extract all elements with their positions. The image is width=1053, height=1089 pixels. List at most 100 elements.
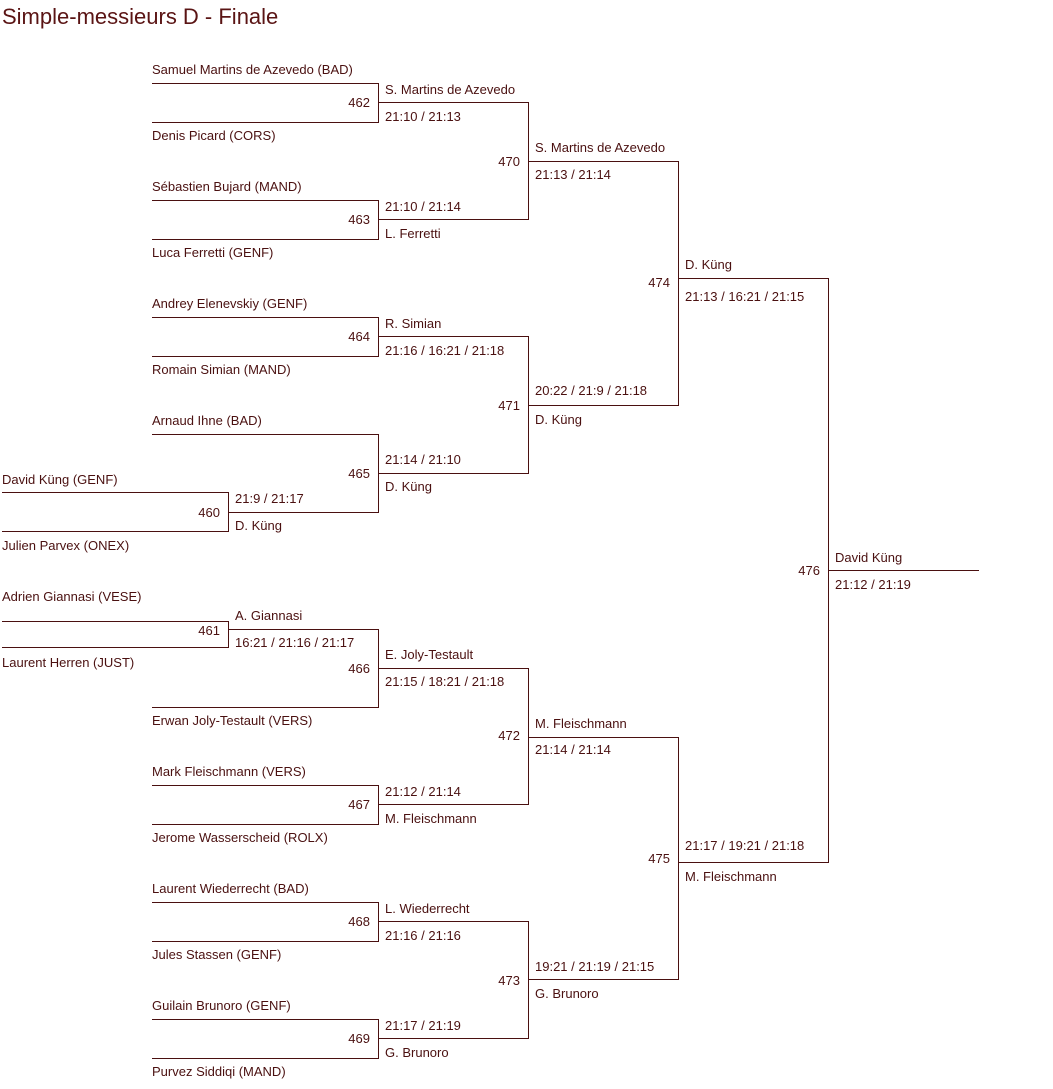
match-number: 470 <box>498 154 520 169</box>
entrant-line <box>2 531 229 532</box>
entrant-name: Erwan Joly-Testault (VERS) <box>152 713 313 728</box>
match-output-line <box>678 862 829 863</box>
entrant-name: Laurent Herren (JUST) <box>2 655 135 670</box>
match-output-line <box>378 1038 529 1039</box>
entrant-name: Laurent Wiederrecht (BAD) <box>152 881 309 896</box>
match-score: 21:16 / 21:16 <box>385 928 461 943</box>
entrant-line <box>152 902 379 903</box>
entrant-name: Jerome Wasserscheid (ROLX) <box>152 830 328 845</box>
match-bracket-line <box>528 668 529 805</box>
match-output-line <box>378 473 529 474</box>
entrant-name: Arnaud Ihne (BAD) <box>152 413 262 428</box>
entrant-name: Luca Ferretti (GENF) <box>152 245 274 260</box>
entrant-line <box>152 1019 379 1020</box>
match-score: 21:13 / 16:21 / 21:15 <box>685 289 805 304</box>
match-winner: L. Ferretti <box>385 226 441 241</box>
match-bracket-line <box>228 621 229 648</box>
match-number: 473 <box>498 973 520 988</box>
entrant-name: Denis Picard (CORS) <box>152 128 276 143</box>
match-winner: M. Fleischmann <box>385 811 477 826</box>
match-winner: David Küng <box>835 550 903 565</box>
match-score: 20:22 / 21:9 / 21:18 <box>535 383 648 398</box>
match-bracket-line <box>378 902 379 942</box>
match-output-line <box>378 668 529 669</box>
entrant-line <box>152 200 379 201</box>
entrant-name: Andrey Elenevskiy (GENF) <box>152 296 308 311</box>
match-output-line <box>828 570 979 571</box>
match-number: 464 <box>348 329 370 344</box>
match-score: 21:15 / 18:21 / 21:18 <box>385 674 505 689</box>
match-number: 461 <box>198 623 220 638</box>
match-winner: G. Brunoro <box>535 986 599 1001</box>
match-number: 475 <box>648 851 670 866</box>
match-bracket-line <box>378 83 379 123</box>
match-number: 462 <box>348 95 370 110</box>
match-score: 21:14 / 21:10 <box>385 452 461 467</box>
match-bracket-line <box>378 317 379 357</box>
match-winner: D. Küng <box>535 412 582 427</box>
match-output-line <box>378 336 529 337</box>
match-output-line <box>378 921 529 922</box>
entrant-line <box>2 621 229 622</box>
entrant-line <box>152 317 379 318</box>
entrant-name: Jules Stassen (GENF) <box>152 947 282 962</box>
match-number: 465 <box>348 466 370 481</box>
page-title: Simple-messieurs D - Finale <box>2 4 279 29</box>
entrant-name: David Küng (GENF) <box>2 472 118 487</box>
match-number: 476 <box>798 563 820 578</box>
entrant-line <box>152 239 379 240</box>
match-output-line <box>528 405 679 406</box>
match-number: 474 <box>648 275 670 290</box>
entrant-line <box>152 824 379 825</box>
entrant-line <box>152 1058 379 1059</box>
match-score: 19:21 / 21:19 / 21:15 <box>535 959 655 974</box>
match-winner: D. Küng <box>685 257 732 272</box>
match-score: 21:12 / 21:19 <box>835 577 911 592</box>
entrant-line <box>152 434 379 435</box>
match-score: 21:9 / 21:17 <box>235 491 304 506</box>
match-output-line <box>528 979 679 980</box>
match-score: 21:16 / 16:21 / 21:18 <box>385 343 505 358</box>
match-winner: D. Küng <box>385 479 432 494</box>
match-bracket-line <box>378 200 379 240</box>
match-winner: M. Fleischmann <box>535 716 627 731</box>
entrant-line <box>2 492 229 493</box>
match-number: 468 <box>348 914 370 929</box>
entrant-line <box>152 707 379 708</box>
match-output-line <box>228 629 379 630</box>
match-winner: S. Martins de Azevedo <box>385 82 516 97</box>
match-score: 21:14 / 21:14 <box>535 742 611 757</box>
match-number: 472 <box>498 728 520 743</box>
match-output-line <box>528 161 679 162</box>
entrant-name: Romain Simian (MAND) <box>152 362 291 377</box>
match-output-line <box>228 512 379 513</box>
match-score: 16:21 / 21:16 / 21:17 <box>235 635 355 650</box>
match-bracket-line <box>378 785 379 825</box>
match-output-line <box>378 219 529 220</box>
match-number: 467 <box>348 797 370 812</box>
match-winner: M. Fleischmann <box>685 869 777 884</box>
match-score: 21:17 / 19:21 / 21:18 <box>685 838 805 853</box>
entrant-name: Sébastien Bujard (MAND) <box>152 179 302 194</box>
match-output-line <box>378 102 529 103</box>
match-winner: R. Simian <box>385 316 442 331</box>
entrant-name: Julien Parvex (ONEX) <box>2 538 130 553</box>
match-output-line <box>378 804 529 805</box>
match-number: 471 <box>498 398 520 413</box>
match-winner: A. Giannasi <box>235 608 303 623</box>
match-bracket-line <box>528 921 529 1039</box>
match-score: 21:13 / 21:14 <box>535 167 611 182</box>
match-number: 460 <box>198 505 220 520</box>
match-score: 21:10 / 21:13 <box>385 109 461 124</box>
match-winner: L. Wiederrecht <box>385 901 470 916</box>
entrant-name: Mark Fleischmann (VERS) <box>152 764 306 779</box>
match-bracket-line <box>378 1019 379 1059</box>
match-bracket-line <box>678 161 679 406</box>
match-output-line <box>528 737 679 738</box>
match-winner: G. Brunoro <box>385 1045 449 1060</box>
match-winner: D. Küng <box>235 518 282 533</box>
match-score: 21:12 / 21:14 <box>385 784 461 799</box>
entrant-name: Samuel Martins de Azevedo (BAD) <box>152 62 353 77</box>
entrant-name: Purvez Siddiqi (MAND) <box>152 1064 286 1079</box>
